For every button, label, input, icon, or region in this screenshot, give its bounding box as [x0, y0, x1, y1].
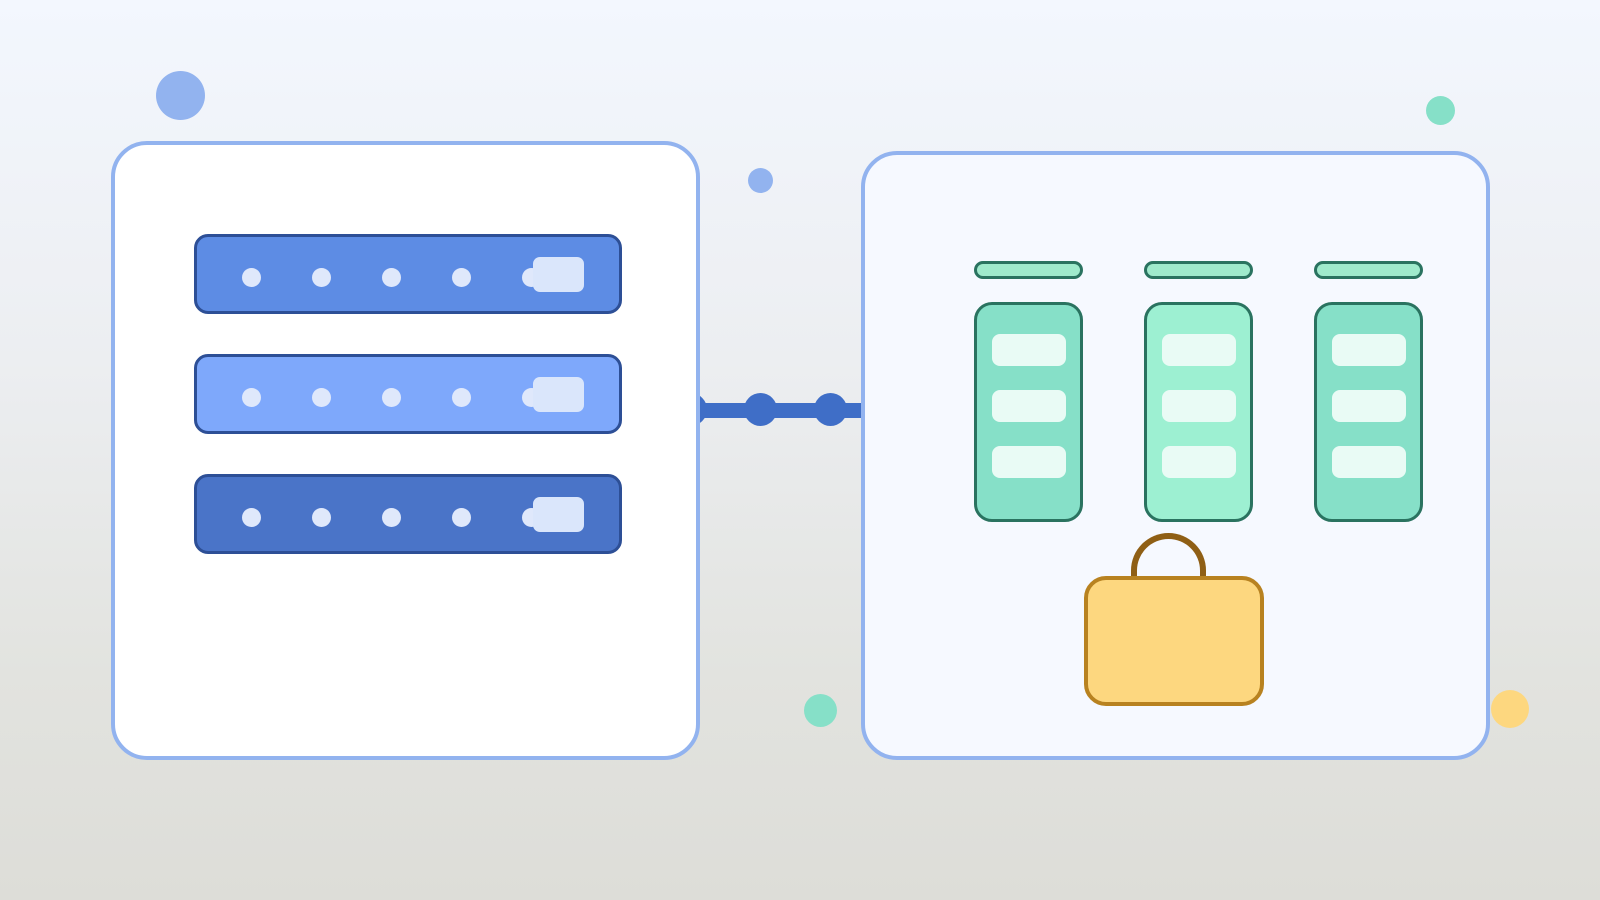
server-led [242, 268, 261, 287]
column-header [974, 261, 1083, 279]
server-led [452, 508, 471, 527]
briefcase-handle [1131, 533, 1206, 593]
column-header [1144, 261, 1253, 279]
server-unit-icon [194, 354, 622, 434]
task-card [992, 390, 1066, 422]
task-card [1162, 390, 1236, 422]
board-column [1144, 302, 1253, 522]
server-led [382, 388, 401, 407]
column-header [1314, 261, 1423, 279]
server-drive-bay [533, 257, 584, 292]
board-column [974, 302, 1083, 522]
server-unit-icon [194, 234, 622, 314]
task-card [1162, 446, 1236, 478]
server-led [312, 508, 331, 527]
decor-dot-green-bottom [804, 694, 837, 727]
server-drive-bay [533, 377, 584, 412]
task-card [1162, 334, 1236, 366]
server-unit-icon [194, 474, 622, 554]
task-card [1332, 446, 1406, 478]
server-led [312, 268, 331, 287]
server-rack-icon [111, 141, 700, 760]
decor-dot-green-top [1426, 96, 1455, 125]
server-led [242, 508, 261, 527]
server-led [382, 268, 401, 287]
connector-node [744, 393, 777, 426]
board-column [1314, 302, 1423, 522]
task-card [992, 334, 1066, 366]
briefcase-body [1084, 576, 1264, 706]
decor-dot-yellow [1491, 690, 1529, 728]
server-drive-bay [533, 497, 584, 532]
kanban-board-icon [861, 151, 1490, 760]
task-card [992, 446, 1066, 478]
server-led [242, 388, 261, 407]
decor-dot-blue-large [156, 71, 205, 120]
server-led [312, 388, 331, 407]
task-card [1332, 334, 1406, 366]
server-led [452, 268, 471, 287]
task-card [1332, 390, 1406, 422]
decor-dot-blue-small [748, 168, 773, 193]
connector-node [814, 393, 847, 426]
server-led [452, 388, 471, 407]
server-led [382, 508, 401, 527]
